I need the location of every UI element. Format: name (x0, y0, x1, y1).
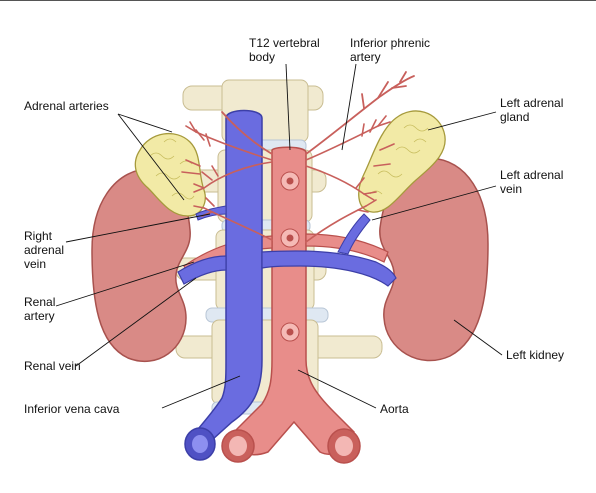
label-right-vein-line-3: vein (24, 257, 46, 271)
aorta-left-lumen (335, 436, 353, 456)
label-renal-artery-line-2: artery (24, 309, 55, 323)
label-inferior-phrenic-artery: Inferior phrenic artery (350, 36, 433, 64)
label-phrenic-line-1: Inferior phrenic (350, 36, 430, 50)
label-renal-artery: Renal artery (24, 295, 59, 323)
label-t12-line-2: body (249, 50, 275, 64)
label-left-vein-line-2: vein (500, 182, 522, 196)
label-left-gland-line-1: Left adrenal (500, 96, 563, 110)
leader-adrenal-arteries-2 (117, 113, 185, 201)
leader-left-kidney (453, 319, 503, 356)
label-left-vein-line-1: Left adrenal (500, 168, 563, 182)
label-left-kidney: Left kidney (506, 348, 564, 362)
label-renal-vein: Renal vein (24, 359, 81, 373)
label-inferior-vena-cava: Inferior vena cava (24, 402, 120, 416)
label-left-adrenal-gland: Left adrenal gland (500, 96, 567, 124)
label-right-adrenal-vein: Right adrenal vein (24, 229, 67, 271)
label-t12-line-1: T12 vertebral (249, 36, 320, 50)
label-renal-artery-line-1: Renal (24, 295, 55, 309)
inferior-phrenic-arteries (221, 71, 415, 155)
left-adrenal-gland (358, 110, 446, 213)
left-adrenal-vein-vessel (337, 213, 371, 255)
label-t12: T12 vertebral body (249, 36, 323, 64)
leader-aorta (297, 369, 377, 409)
leader-left-gland (427, 111, 497, 131)
label-phrenic-line-2: artery (350, 50, 381, 64)
label-right-vein-line-1: Right (24, 229, 53, 243)
leader-lines (55, 63, 503, 409)
aorta-branch-ostia (280, 171, 300, 342)
left-renal-vein (261, 250, 397, 287)
label-right-vein-line-2: adrenal (24, 243, 64, 257)
label-adrenal-arteries: Adrenal arteries (24, 99, 109, 113)
label-left-adrenal-vein: Left adrenal vein (500, 168, 567, 196)
right-renal-vein (177, 255, 227, 285)
label-aorta: Aorta (380, 402, 409, 416)
leader-t12 (285, 63, 291, 151)
leader-renal-vein (75, 277, 197, 367)
left-kidney-shape (379, 157, 489, 362)
adrenal-texture (149, 124, 429, 200)
label-left-gland-line-2: gland (500, 110, 529, 124)
leader-left-vein (371, 185, 497, 221)
right-kidney (91, 167, 191, 363)
leader-renal-artery (55, 261, 195, 307)
aorta-right-lumen (229, 436, 247, 456)
adrenal-arteries (181, 115, 395, 243)
leader-right-vein (65, 213, 211, 243)
leader-phrenic (341, 63, 357, 151)
leader-adrenal-arteries-1 (117, 113, 173, 133)
leader-ivc (161, 375, 241, 409)
ivc-lumen (192, 435, 208, 453)
